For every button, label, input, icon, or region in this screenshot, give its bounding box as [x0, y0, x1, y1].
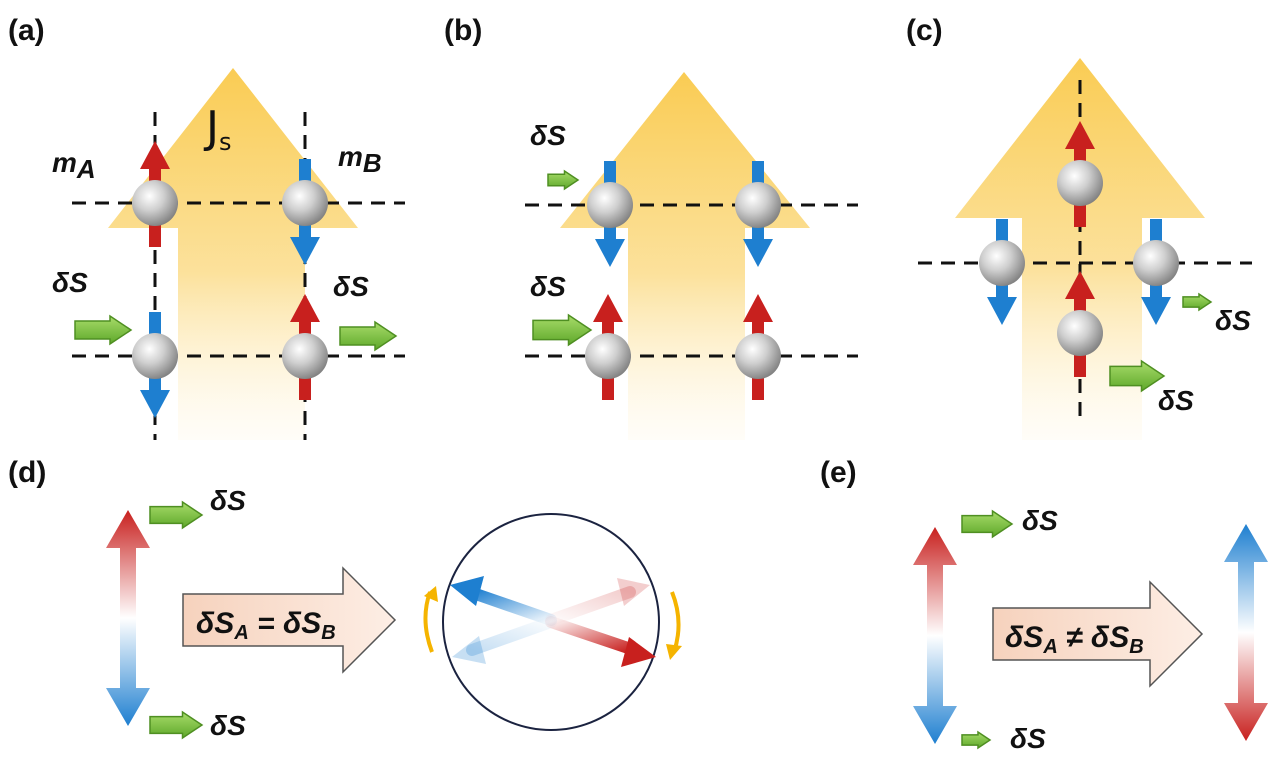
- spin-down-atom: [132, 312, 178, 418]
- delta-s-arrow: [339, 320, 398, 352]
- spin-up-atom: [282, 294, 328, 400]
- magnetization-double-arrow-b: [1224, 524, 1268, 741]
- delta-s-label: δS: [210, 485, 246, 516]
- rotation-arrowhead: [666, 644, 682, 660]
- precession-arrows: [450, 576, 656, 667]
- atom-sphere: [585, 333, 631, 379]
- atom-sphere: [132, 180, 178, 226]
- unequal-delta-text: δSA ≠ δSB: [1005, 621, 1144, 658]
- spin-up-atom: [585, 294, 631, 400]
- delta-s-arrow: [149, 710, 204, 740]
- panel-e: (e) δS δS δSA ≠ δSB: [820, 456, 1268, 754]
- m-b-label: mB: [338, 141, 382, 178]
- magnetization-double-arrow: [106, 510, 150, 726]
- delta-s-label: δS: [52, 267, 88, 298]
- atom-sphere: [735, 333, 781, 379]
- atom-sphere: [132, 333, 178, 379]
- equal-delta-text: δSA = δSB: [196, 607, 336, 644]
- panel-d-label: (d): [8, 456, 46, 489]
- atom-sphere: [735, 182, 781, 228]
- spin-up-atom: [1057, 121, 1103, 227]
- spin-down-atom: [735, 161, 781, 267]
- delta-s-label: δS: [210, 710, 246, 741]
- panel-a-label: (a): [8, 14, 45, 47]
- panel-a: (a) Js mA mB δS δS: [8, 14, 405, 440]
- equal-delta-arrow: [182, 566, 397, 674]
- rotation-arrow-left: [423, 591, 434, 653]
- rotation-arrowhead: [424, 586, 438, 602]
- js-label: Js: [203, 102, 232, 156]
- atom-sphere: [1057, 160, 1103, 206]
- panel-c-label: (c): [906, 14, 943, 47]
- atom-sphere: [979, 240, 1025, 286]
- atom-sphere: [587, 182, 633, 228]
- delta-s-arrow: [547, 169, 580, 191]
- atom-sphere: [1133, 240, 1179, 286]
- panel-d: (d) δS δS δSA = δSB: [8, 456, 682, 741]
- delta-s-label: δS: [530, 120, 566, 151]
- spin-up-atom: [735, 294, 781, 400]
- spin-layer: [132, 121, 1179, 418]
- spin-current-arrow: [560, 72, 810, 440]
- delta-s-arrow: [961, 730, 992, 750]
- atom-sphere: [282, 180, 328, 226]
- panel-b-label: (b): [444, 14, 482, 47]
- spin-down-atom: [282, 159, 328, 265]
- spin-current-arrow: [108, 68, 358, 440]
- delta-s-label: δS: [333, 271, 369, 302]
- delta-s-arrow: [961, 509, 1014, 539]
- atom-sphere: [282, 333, 328, 379]
- delta-s-label: δS: [1215, 305, 1251, 336]
- spin-down-atom: [587, 161, 633, 267]
- delta-s-arrow: [1182, 292, 1213, 312]
- magnetization-double-arrow-a: [913, 527, 957, 744]
- spin-up-atom: [132, 141, 178, 247]
- delta-s-label: δS: [1010, 723, 1046, 754]
- delta-s-arrow: [74, 314, 133, 346]
- green-arrow-layer: [74, 169, 1213, 750]
- delta-s-label: δS: [530, 271, 566, 302]
- delta-s-arrow: [1109, 359, 1166, 393]
- panel-e-label: (e): [820, 456, 857, 489]
- unequal-delta-arrow: [992, 580, 1204, 688]
- spin-down-atom: [979, 219, 1025, 325]
- panel-b: (b) δS δS: [444, 14, 858, 440]
- delta-s-arrow: [149, 500, 204, 530]
- delta-s-label: δS: [1158, 385, 1194, 416]
- atom-sphere: [1057, 310, 1103, 356]
- spin-down-atom: [1133, 219, 1179, 325]
- m-a-label: mA: [52, 147, 96, 184]
- delta-s-arrow: [532, 313, 593, 347]
- rotation-arrow-right: [670, 591, 681, 653]
- delta-s-label: δS: [1022, 505, 1058, 536]
- spin-up-atom: [1057, 271, 1103, 377]
